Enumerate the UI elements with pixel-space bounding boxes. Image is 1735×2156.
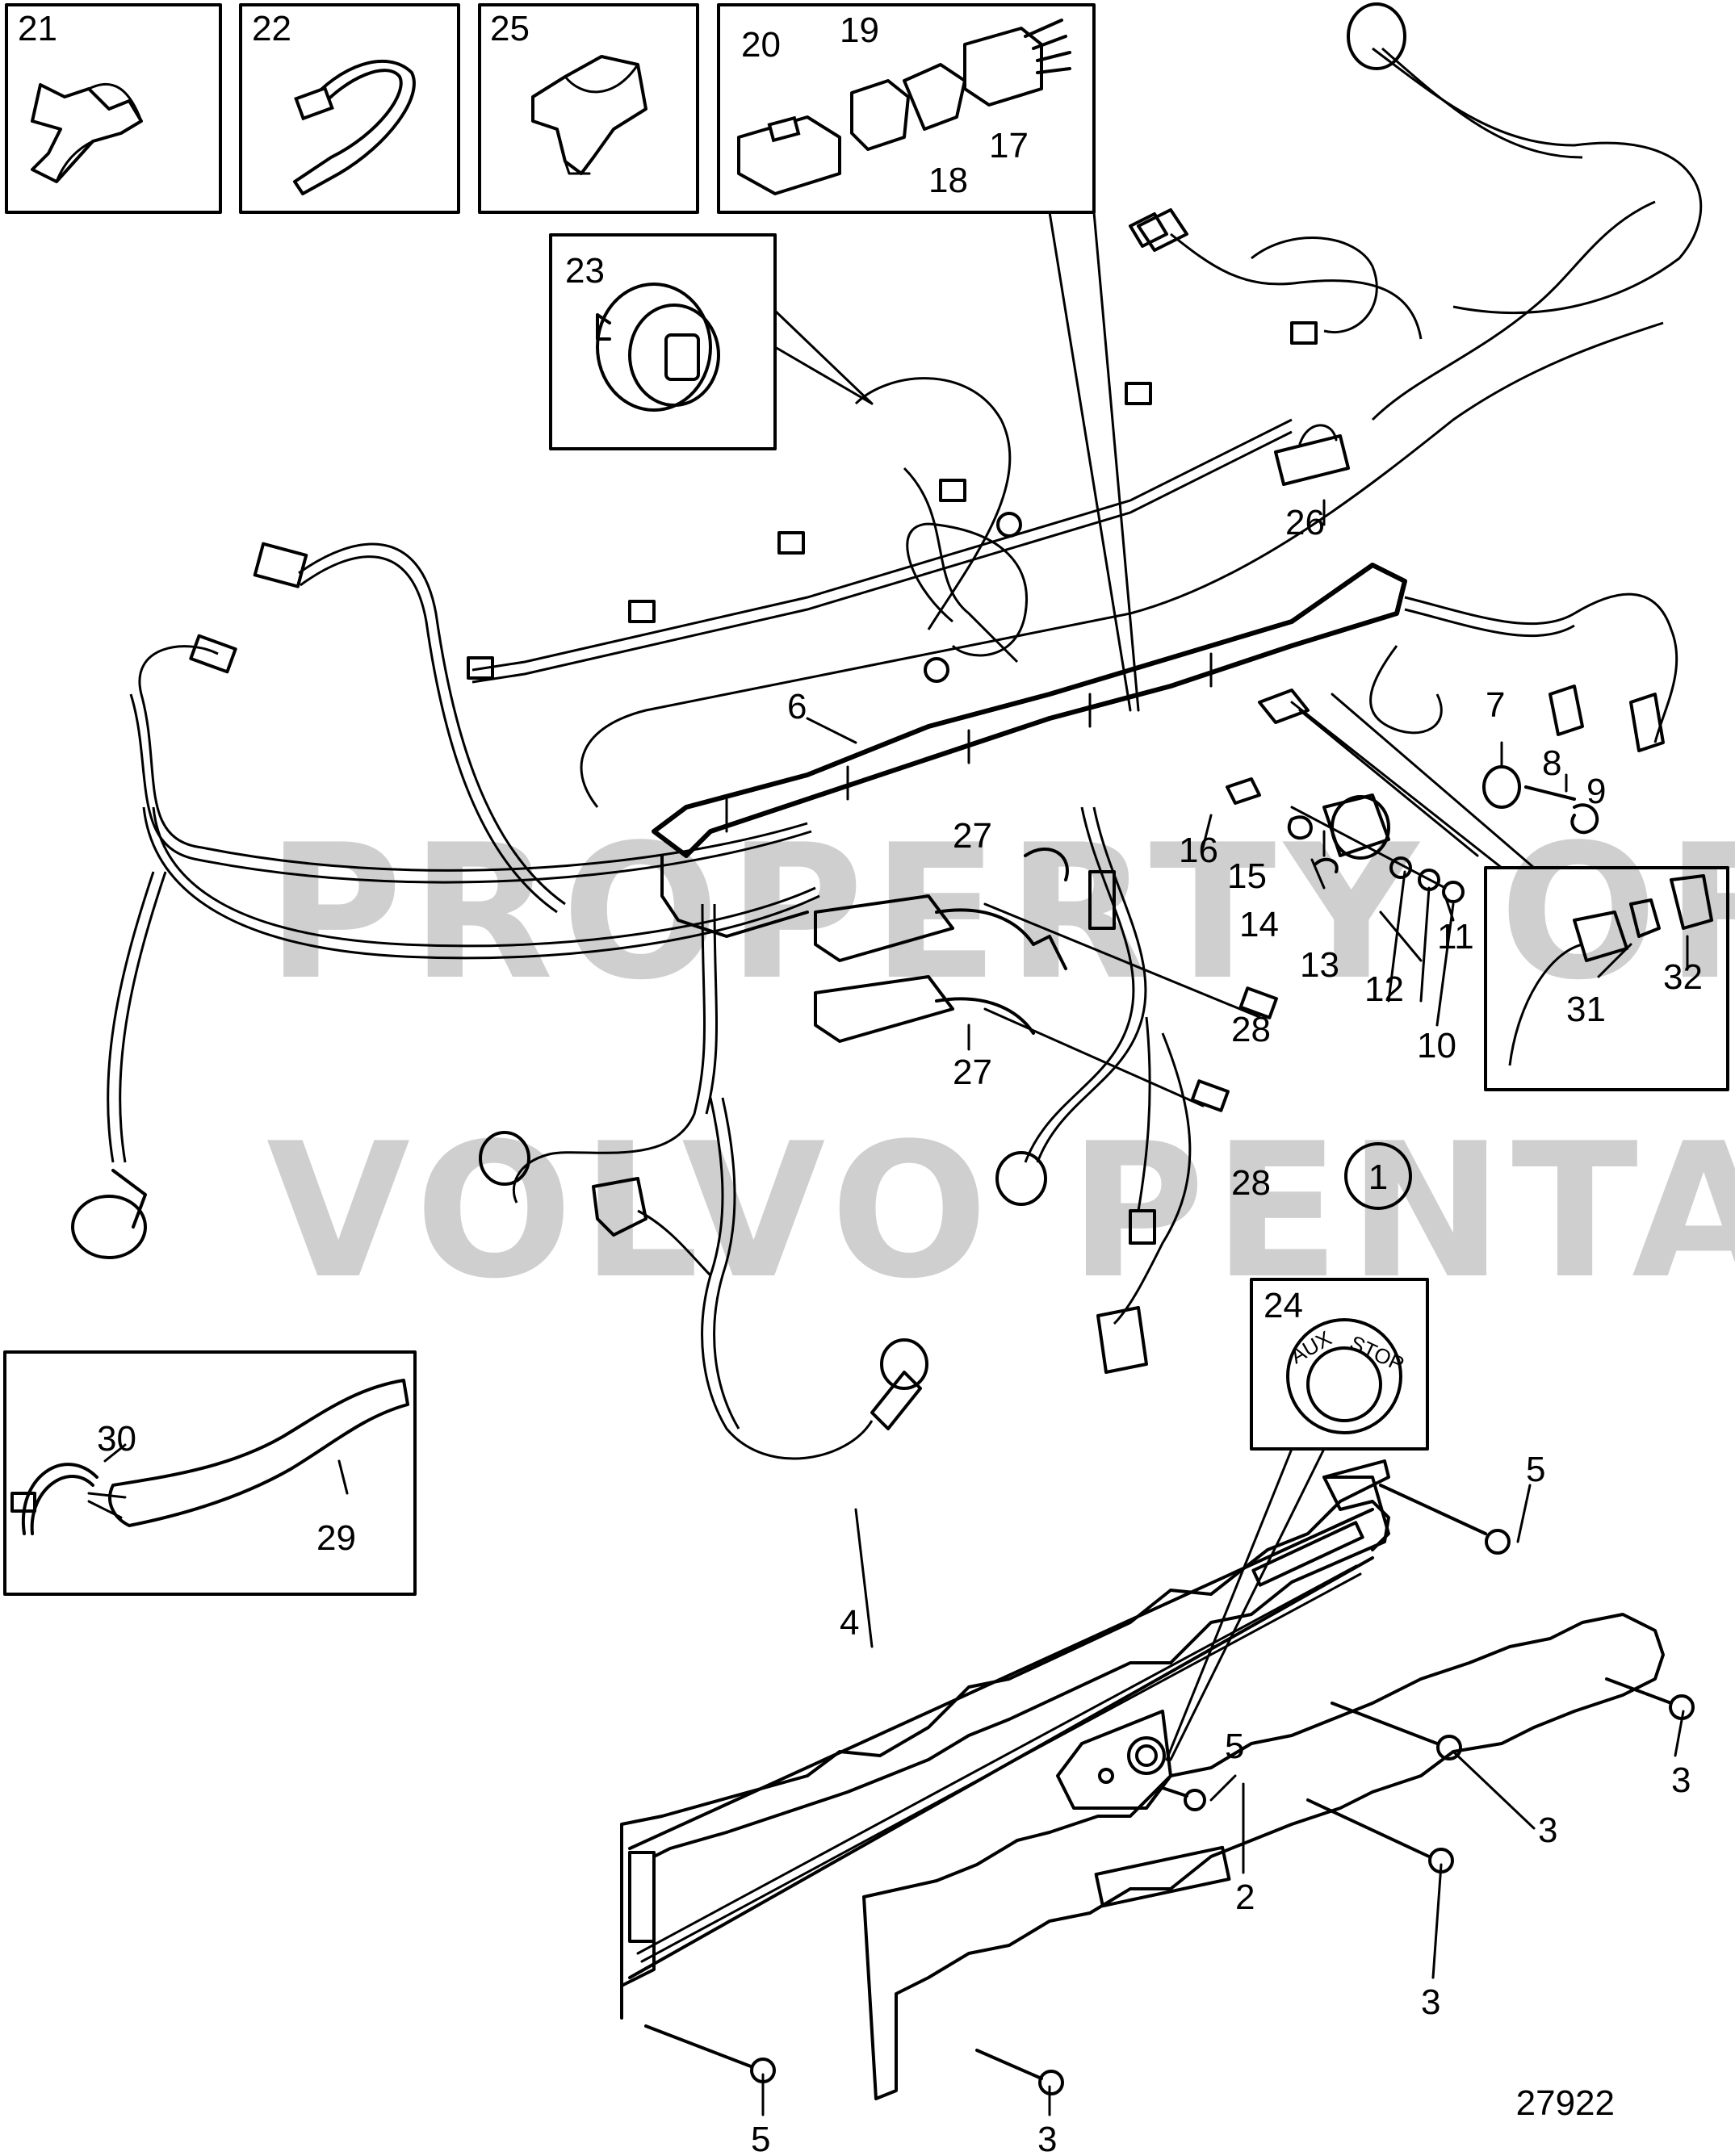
- label-6: 6: [787, 687, 807, 726]
- label-28b: 28: [1231, 1163, 1271, 1203]
- label-12: 12: [1364, 969, 1404, 1009]
- label-3d: 3: [1037, 2120, 1057, 2156]
- label-24: 24: [1264, 1286, 1303, 1325]
- wiring-harness: [71, 2, 1703, 1460]
- label-31: 31: [1566, 990, 1606, 1029]
- label-9: 9: [1586, 772, 1606, 811]
- label-5c: 5: [751, 2120, 770, 2156]
- screws: [644, 1484, 1695, 2095]
- label-22: 22: [252, 9, 291, 48]
- label-30: 30: [97, 1419, 136, 1459]
- label-18: 18: [928, 161, 968, 200]
- label-5a: 5: [1526, 1450, 1545, 1489]
- watermark: PROPERTY OF VOLVO PENTA: [266, 806, 1735, 1320]
- label-10: 10: [1417, 1026, 1456, 1065]
- aux-text: AUX: [1286, 1325, 1335, 1368]
- inset-23-sensor: [549, 233, 874, 450]
- label-8: 8: [1542, 743, 1561, 783]
- callout-circle: [1344, 1142, 1412, 1210]
- watermark-line-2: VOLVO PENTA: [266, 1104, 1735, 1320]
- label-3c: 3: [1421, 1982, 1440, 2022]
- label-3a: 3: [1671, 1760, 1691, 1800]
- label-19: 19: [840, 10, 879, 50]
- label-25: 25: [490, 9, 530, 48]
- label-7: 7: [1486, 685, 1505, 725]
- panel-4: [620, 1459, 1390, 2020]
- label-32: 32: [1663, 957, 1703, 997]
- leader-lines: [103, 499, 1689, 2116]
- label-20: 20: [741, 25, 781, 65]
- part-labels: 21 22 25 20 19 17 18 23 26 6 7 8 9 27 16…: [18, 9, 1703, 2156]
- inset-21-clip: [5, 3, 222, 214]
- callout-number: 1: [1368, 1158, 1388, 1197]
- label-23: 23: [565, 251, 605, 291]
- inset-22-cable-tie: [239, 3, 460, 214]
- inset-relay-17-20: [717, 3, 1096, 214]
- label-14: 14: [1239, 905, 1279, 944]
- label-11: 11: [1437, 917, 1474, 957]
- label-13: 13: [1300, 945, 1339, 985]
- label-27a: 27: [953, 816, 992, 856]
- label-28a: 28: [1231, 1010, 1271, 1049]
- label-4: 4: [840, 1603, 859, 1643]
- label-5b: 5: [1225, 1727, 1244, 1766]
- label-15: 15: [1227, 856, 1267, 896]
- injector-connectors: [467, 321, 1318, 680]
- drawing-number: 27922: [1516, 2083, 1615, 2123]
- label-16: 16: [1179, 831, 1218, 870]
- label-3b: 3: [1538, 1811, 1557, 1850]
- label-26: 26: [1285, 503, 1325, 542]
- label-17: 17: [989, 126, 1029, 165]
- inset-29-30: [3, 1350, 417, 1596]
- panel-2: [862, 1613, 1665, 2100]
- label-27b: 27: [953, 1053, 992, 1092]
- inset-25-clamp: [478, 3, 699, 214]
- label-29: 29: [316, 1518, 356, 1558]
- label-21: 21: [18, 9, 57, 48]
- label-2: 2: [1235, 1878, 1255, 1917]
- watermark-line-1: PROPERTY OF: [266, 806, 1735, 1021]
